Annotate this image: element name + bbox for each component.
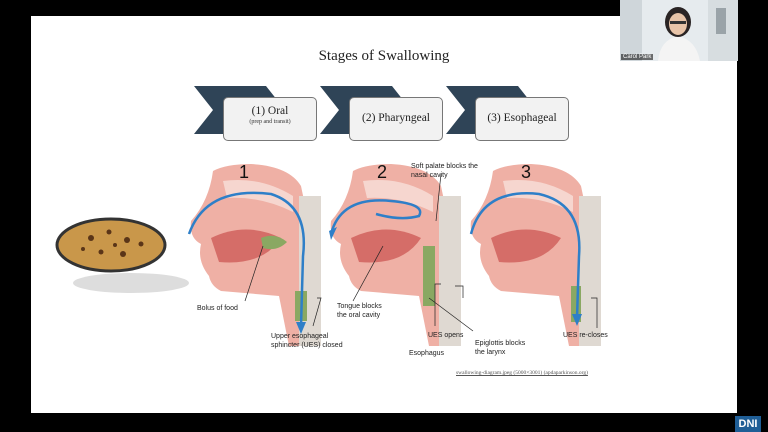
stage-pharyngeal: (2) Pharyngeal bbox=[349, 97, 443, 141]
head-cross-section-3 bbox=[470, 164, 601, 346]
cookie-shadow bbox=[73, 273, 189, 293]
label-ues-opens: UES opens bbox=[428, 332, 464, 339]
label-soft-palate: Soft palate blocks the nasal cavity bbox=[411, 163, 478, 179]
participant-name: Carol Park bbox=[621, 54, 654, 60]
stage-oral-label: (1) Oral bbox=[251, 105, 289, 117]
leader-lines bbox=[244, 173, 598, 332]
label-bolus: Bolus of food bbox=[197, 305, 238, 312]
arrow-path-1 bbox=[187, 191, 306, 327]
arrow-head-2 bbox=[329, 227, 337, 240]
stage-number-3: 3 bbox=[521, 162, 532, 182]
head-cross-section-2 bbox=[330, 164, 461, 346]
stage-pharyngeal-label: (2) Pharyngeal bbox=[361, 112, 431, 124]
stage-number-2: 2 bbox=[377, 162, 388, 182]
head-cross-section-1 bbox=[190, 164, 321, 346]
stage-esophageal-label: (3) Esophageal bbox=[487, 112, 557, 124]
label-ues-closed: Upper esophageal sphincter (UES) closed bbox=[271, 333, 343, 349]
webcam-tile: Carol Park bbox=[620, 0, 738, 61]
citation-link[interactable]: swallowing-diagram.jpeg (5000×3001) (apd… bbox=[456, 370, 588, 376]
logo-text: DNI bbox=[738, 418, 758, 430]
stage-esophageal: (3) Esophageal bbox=[475, 97, 569, 141]
label-esophagus: Esophagus bbox=[409, 350, 445, 357]
swallowing-illustration bbox=[55, 164, 601, 346]
arrow-head-1 bbox=[296, 322, 306, 334]
slide-title: Stages of Swallowing bbox=[318, 48, 450, 64]
cookie-chips bbox=[81, 229, 144, 257]
stage-number-1: 1 bbox=[239, 162, 250, 182]
arrow-head-3 bbox=[572, 314, 582, 326]
label-epiglottis: Epiglottis blocks the larynx bbox=[475, 340, 526, 356]
brand-logo: DNI bbox=[735, 416, 761, 432]
arrow-path-2 bbox=[329, 199, 422, 235]
speaker-video bbox=[620, 0, 738, 61]
cookie-image bbox=[55, 217, 167, 273]
label-ues-recloses: UES re-closes bbox=[563, 332, 608, 339]
stage-oral: (1) Oral (prep and transit) bbox=[223, 97, 317, 141]
arrow-path-3 bbox=[469, 192, 581, 319]
label-tongue: Tongue blocks the oral cavity bbox=[337, 303, 382, 319]
stage-oral-sublabel: (prep and transit) bbox=[249, 119, 291, 125]
slide: Stages of Swallowing (1) Oral (prep and … bbox=[31, 16, 737, 413]
